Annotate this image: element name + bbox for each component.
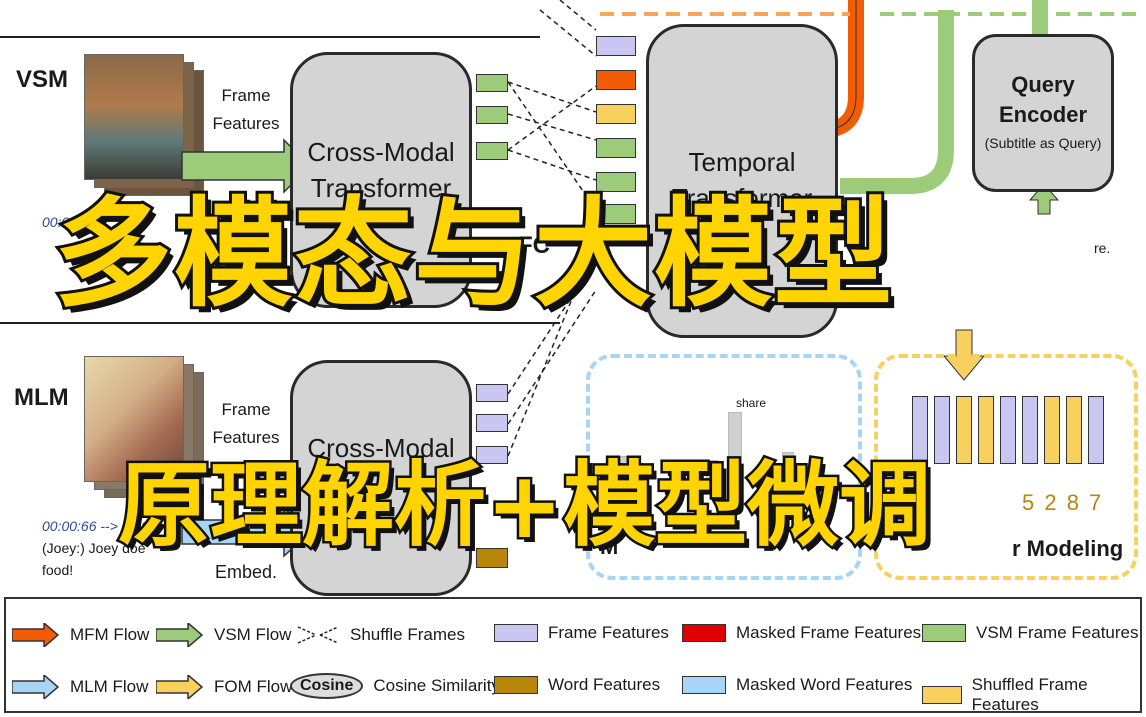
overlay-subtitle: 原理解析+模型微调	[115, 450, 933, 562]
order-digits: 5 2 8 7	[1022, 490, 1104, 515]
legend-masked-word-features: Masked Word Features	[682, 675, 912, 695]
mlm-embed-label: Embed.	[214, 562, 278, 582]
fc-label: FC	[518, 232, 550, 259]
temporal-input-feature-vsm	[596, 138, 636, 158]
vsm-cross-modal-transformer	[290, 52, 472, 308]
order-bar-frame	[1000, 396, 1016, 464]
legend-frame-features: Frame Features	[494, 623, 669, 643]
legend-masked-frame-features: Masked Frame Features	[682, 623, 921, 643]
vsm-label: VSM	[16, 66, 69, 93]
word-features-swatch	[494, 676, 538, 694]
vsm-flow-pipe	[840, 10, 954, 194]
legend-fom-flow: FOM Flow	[156, 675, 292, 699]
legend-vsm-flow: VSM Flow	[156, 623, 291, 647]
legend: MFM Flow VSM Flow Shuffle Frames Frame F…	[4, 597, 1142, 715]
mlm-cross-modal-title: Cross-Modal	[307, 433, 455, 463]
vsm-timestamp: 00:00:	[42, 214, 81, 230]
vocab-bar	[728, 412, 742, 492]
frame-order-modeling-region	[874, 354, 1138, 580]
top-rule	[0, 36, 540, 38]
vocab-bar	[782, 452, 794, 492]
cosine-pill-icon: Cosine	[290, 673, 364, 699]
shuffled-frame-features-swatch	[922, 686, 962, 704]
legend-vsm-frame-features: VSM Frame Features	[922, 623, 1139, 643]
query-encoder	[972, 34, 1114, 192]
temporal-input-feature-vsm	[596, 204, 636, 224]
mlm-frame-thumbnail	[84, 356, 184, 482]
legend-cosine-similarity: Cosine Cosine Similarity	[290, 673, 500, 699]
temporal-input-feature-shuffled	[596, 104, 636, 124]
modeling-fragment: r Modeling	[1012, 536, 1124, 561]
temporal-input-feature-masked	[596, 70, 636, 90]
order-bar-frame	[1088, 396, 1104, 464]
mlm-output-feature	[476, 384, 508, 402]
middle-rule	[0, 322, 560, 324]
mlm-timestamp: 00:00:66 --> 00:0	[42, 518, 150, 534]
legend-mlm-flow: MLM Flow	[12, 675, 148, 699]
legend-mfm-flow: MFM Flow	[12, 623, 149, 647]
mlm-frame-features-label: Frame Features	[212, 400, 280, 447]
order-bar-frame	[1022, 396, 1038, 464]
order-bar-shuffled	[1044, 396, 1060, 464]
vocab-bar	[806, 464, 818, 492]
vsm-output-feature	[476, 106, 508, 124]
mlm-output-feature	[476, 414, 508, 432]
mlm-subtitle-line2: food!	[42, 562, 74, 578]
mlm-cross-modal-transformer	[290, 360, 472, 596]
vsm-frame-features-swatch	[922, 624, 966, 642]
mlm-word-feature	[476, 548, 508, 568]
mlm-output-feature	[476, 446, 508, 464]
temporal-input-feature-vsm	[596, 172, 636, 192]
vsm-frame-thumbnail	[84, 54, 184, 180]
vsm-cross-modal-title: Cross-Modal Transformer	[307, 137, 455, 203]
masked-frame-features-swatch	[682, 624, 726, 642]
vocab-bar	[620, 456, 632, 492]
re-fragment: re.	[1094, 240, 1111, 256]
order-bar-shuffled	[978, 396, 994, 464]
order-bar-shuffled	[956, 396, 972, 464]
order-bar-frame	[934, 396, 950, 464]
temporal-input-feature	[596, 36, 636, 56]
legend-shuffle-frames: Shuffle Frames	[296, 623, 465, 647]
masked-word-features-swatch	[682, 676, 726, 694]
legend-shuffled-frame-features: Shuffled Frame Features	[922, 675, 1140, 715]
share-label: share	[736, 396, 767, 410]
vsm-output-feature	[476, 142, 508, 160]
legend-word-features: Word Features	[494, 675, 660, 695]
temporal-transformer	[646, 24, 838, 338]
mlm-subtitle-line1: (Joey:) Joey doe	[42, 540, 146, 556]
shuffle-icon	[297, 626, 339, 644]
yellow-arrow-icon	[156, 675, 204, 699]
order-bar-shuffled	[1066, 396, 1082, 464]
vocab-bar	[706, 460, 718, 492]
mlm-prediction-region	[586, 354, 862, 580]
blue-arrow-icon	[12, 675, 60, 699]
orange-arrow-icon	[12, 623, 60, 647]
temporal-transformer-title: Temporal Transformer	[671, 147, 813, 213]
mlm-head-fragment: M	[600, 534, 619, 559]
overlay-title: 多模态与大模型	[51, 182, 895, 326]
green-arrow-icon	[156, 623, 204, 647]
query-encoder-title: Query Encoder (Subtitle as Query)	[984, 72, 1102, 151]
vsm-output-feature	[476, 74, 508, 92]
frame-features-swatch	[494, 624, 538, 642]
vsm-frame-features-label: Frame Features	[212, 86, 280, 133]
mlm-label: MLM	[14, 384, 69, 411]
order-bar-frame	[912, 396, 928, 464]
